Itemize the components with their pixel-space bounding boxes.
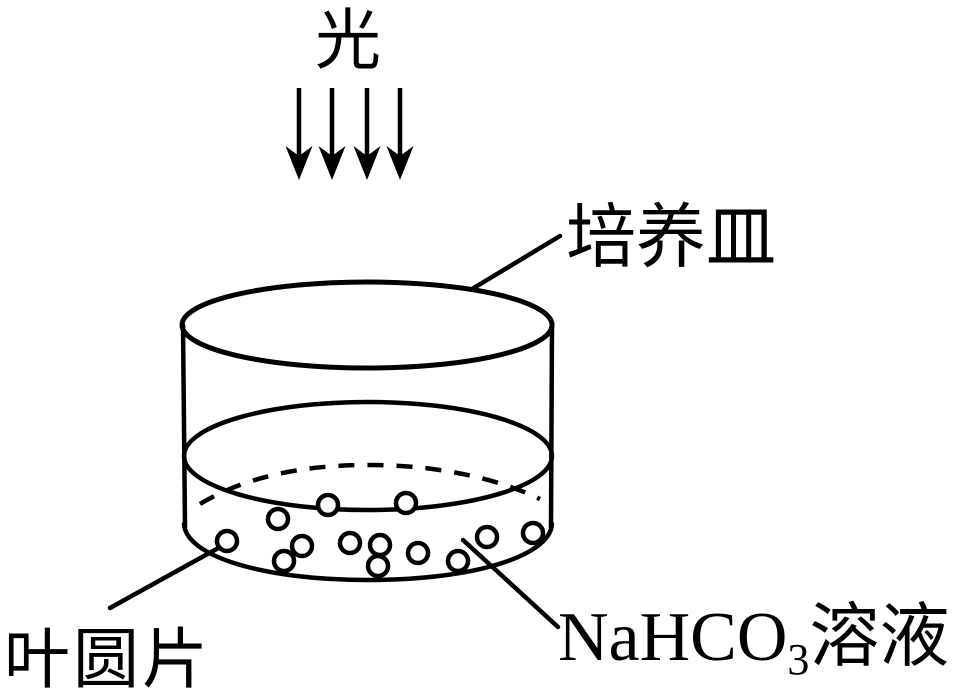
leaf-disc-leader-line xyxy=(107,543,225,611)
light-arrow-head-icon xyxy=(386,146,414,180)
solution-formula-text: NaHCO xyxy=(558,599,787,676)
light-arrow-head-icon xyxy=(318,146,346,180)
leaf-disc xyxy=(214,528,240,554)
leaf-disc xyxy=(337,530,363,556)
leaf-disc xyxy=(405,540,431,566)
dish-right-wall xyxy=(548,320,555,530)
leaf-disc xyxy=(265,506,291,532)
solution-leader-line xyxy=(460,537,561,630)
leaf-disc xyxy=(289,533,315,559)
dish-label: 培养皿 xyxy=(566,200,776,277)
leaf-discs-group xyxy=(214,490,546,579)
leaf-disc xyxy=(474,524,500,550)
leaf-disc xyxy=(367,532,393,558)
solution-subscript-text: 3 xyxy=(787,635,809,684)
leaf-disc xyxy=(445,548,471,574)
leaf-disc xyxy=(315,492,341,518)
light-arrow-head-icon xyxy=(285,146,313,180)
light-arrows-group xyxy=(285,88,414,180)
leaf-disc xyxy=(520,520,546,546)
leaf-disc xyxy=(365,553,391,579)
solution-surface-ellipse xyxy=(181,399,555,513)
solution-suffix-text: 溶液 xyxy=(809,599,949,676)
dish-leader-line xyxy=(469,233,563,292)
dish-bottom-front-arc xyxy=(181,521,555,583)
leaf-disc xyxy=(393,490,419,516)
light-label: 光 xyxy=(315,5,381,78)
dish-rim-ellipse xyxy=(179,279,555,371)
leaf-disc xyxy=(271,548,297,574)
solution-label: NaHCO3溶液 xyxy=(558,599,949,684)
dish-bottom-back-arc-dashed xyxy=(198,462,541,506)
dish-left-wall xyxy=(180,322,188,530)
leaf-disc-label: 叶圆片 xyxy=(4,624,211,689)
light-arrow-head-icon xyxy=(353,146,381,180)
